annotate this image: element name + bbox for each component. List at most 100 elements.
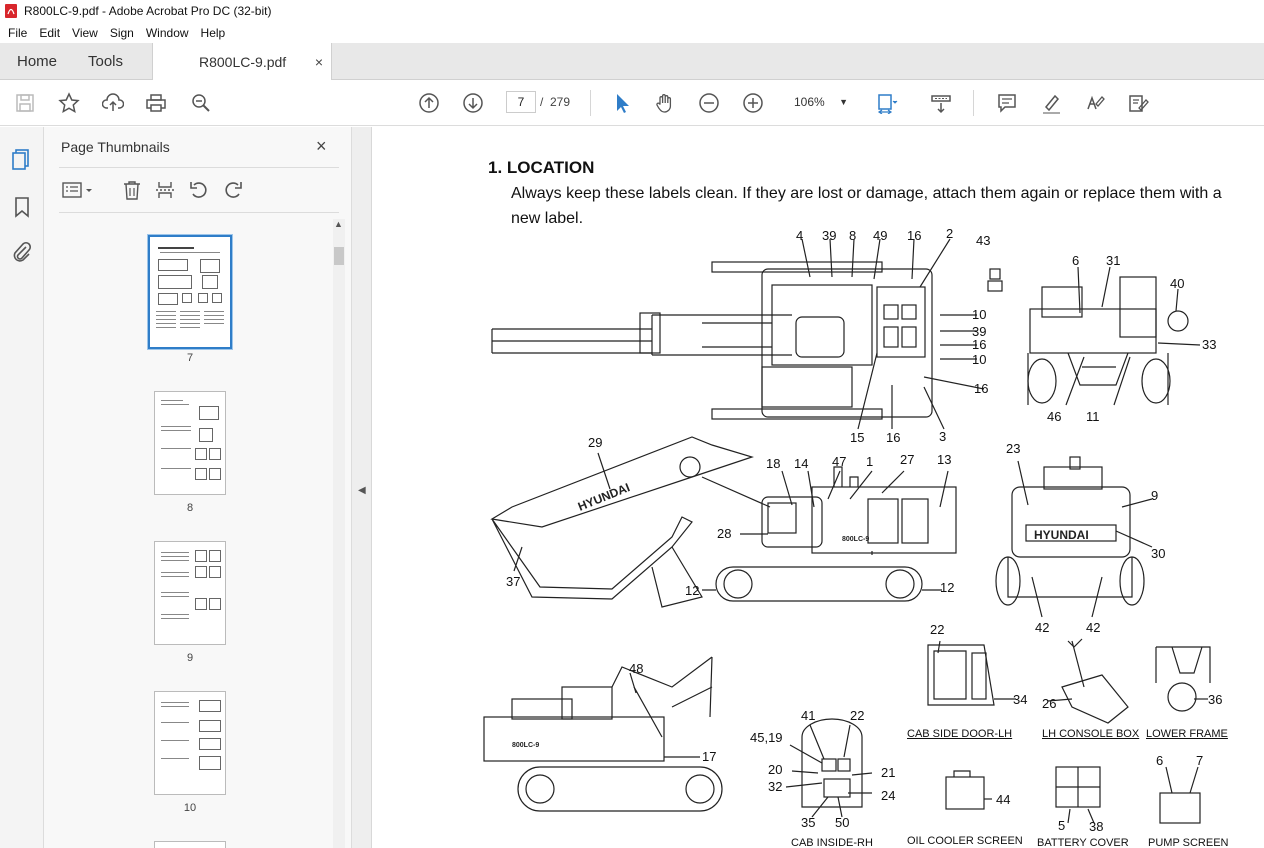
menu-window[interactable]: Window (145, 25, 189, 40)
menu-sign[interactable]: Sign (109, 25, 134, 40)
thumbnail-page-10[interactable] (154, 691, 226, 795)
callout-number: 34 (1013, 692, 1027, 707)
callout-number: 16 (907, 228, 921, 243)
callout-number: 41 (801, 708, 815, 723)
callout-number: 14 (794, 456, 808, 471)
caption-cab-inside: CAB INSIDE-RH (791, 837, 873, 848)
callout-number: 6 (1072, 253, 1079, 268)
page-total: 279 (550, 95, 571, 109)
zoom-level-select[interactable]: 106% ▼ (786, 91, 852, 113)
rear-brand-text: HYUNDAI (1034, 528, 1089, 542)
rotate-right-icon[interactable] (222, 179, 244, 201)
callout-number: 39 (972, 324, 986, 339)
thumbnail-label: 7 (186, 352, 194, 364)
edit-pdf-icon[interactable] (1125, 90, 1151, 116)
previous-page-icon[interactable] (416, 90, 442, 116)
callout-number: 18 (766, 456, 780, 471)
caption-battery-cover: BATTERY COVER (1037, 837, 1129, 848)
extract-page-icon[interactable] (154, 179, 176, 201)
menu-view[interactable]: View (72, 25, 98, 40)
thumbnail-page-8[interactable] (154, 391, 226, 495)
fit-page-icon[interactable] (874, 90, 900, 116)
callout-number: 22 (850, 708, 864, 723)
comment-icon[interactable] (994, 90, 1020, 116)
caption-lower-frame: LOWER FRAME (1146, 728, 1228, 740)
chevron-down-icon: ▼ (839, 97, 848, 107)
tab-tools[interactable]: Tools (88, 53, 124, 70)
collapse-panel-icon[interactable]: ◀ (358, 485, 366, 496)
thumbnail-page-9[interactable] (154, 541, 226, 645)
callout-number: 47 (832, 454, 846, 469)
callout-number: 33 (1202, 337, 1216, 352)
callout-number: 4 (796, 228, 803, 243)
thumbnail-page-7[interactable] (147, 234, 233, 350)
highlight-pen-icon[interactable] (1038, 90, 1064, 116)
panel-splitter[interactable]: ◀ (352, 127, 372, 848)
tab-home[interactable]: Home (17, 53, 58, 70)
star-icon[interactable] (56, 90, 82, 116)
title-bar: R800LC-9.pdf - Adobe Acrobat Pro DC (32-… (0, 0, 1264, 22)
upload-icon[interactable] (100, 90, 126, 116)
section-heading: 1. LOCATION (488, 158, 595, 177)
callout-number: 22 (930, 622, 944, 637)
attachment-icon[interactable] (10, 240, 34, 264)
menu-file[interactable]: File (8, 25, 28, 40)
section-body: Always keep these labels clean. If they … (511, 185, 1222, 227)
caption-pump-screen: PUMP SCREEN (1148, 837, 1229, 848)
callout-number: 50 (835, 815, 849, 830)
toolbar-divider (590, 90, 591, 116)
menu-edit[interactable]: Edit (39, 25, 61, 40)
bookmark-icon[interactable] (10, 195, 34, 219)
callout-number: 24 (881, 788, 895, 803)
thumbnail-page-partial[interactable] (154, 841, 226, 848)
page-number-input[interactable]: 7 (506, 91, 536, 113)
callout-number: 15 (850, 430, 864, 445)
panel-close-icon[interactable]: × (316, 136, 327, 156)
window-title: R800LC-9.pdf - Adobe Acrobat Pro DC (32-… (24, 4, 272, 18)
callout-number: 39 (822, 228, 836, 243)
save-icon[interactable] (12, 90, 38, 116)
thumbnail-options-icon[interactable] (61, 179, 95, 201)
callout-number: 16 (972, 337, 986, 352)
tab-bar: Home Tools R800LC-9.pdf × (0, 43, 1264, 81)
callout-number: 8 (849, 228, 856, 243)
zoom-level-value: 106% (794, 95, 825, 109)
callout-number: 2 (946, 226, 953, 241)
callout-number: 44 (996, 792, 1010, 807)
callout-number: 20 (768, 762, 782, 777)
callout-number: 17 (702, 749, 716, 764)
scroll-mode-icon[interactable] (928, 90, 954, 116)
callout-number: 16 (886, 430, 900, 445)
document-view[interactable]: 1. LOCATION Always keep these labels cle… (372, 127, 1264, 848)
delete-page-icon[interactable] (121, 179, 143, 201)
scrollbar-thumb[interactable] (334, 247, 344, 265)
toolbar-divider (973, 90, 974, 116)
thumbnail-label: 9 (186, 652, 194, 664)
hand-tool-icon[interactable] (652, 90, 678, 116)
zoom-search-icon[interactable] (188, 90, 214, 116)
callout-number: 31 (1106, 253, 1120, 268)
next-page-icon[interactable] (460, 90, 486, 116)
callout-number: 10 (972, 352, 986, 367)
page-thumbnails-icon[interactable] (10, 147, 34, 171)
print-icon[interactable] (143, 90, 169, 116)
menu-help[interactable]: Help (200, 25, 226, 40)
thumbnails-scrollbar[interactable]: ▲ (333, 219, 345, 848)
callout-number: 43 (976, 233, 990, 248)
callout-number: 23 (1006, 441, 1020, 456)
panel-title: Page Thumbnails (61, 139, 170, 155)
scroll-up-icon[interactable]: ▲ (334, 219, 343, 229)
select-arrow-icon[interactable] (609, 90, 635, 116)
pdf-app-icon (5, 4, 17, 18)
callout-number: 1 (866, 454, 873, 469)
callout-number: 12 (685, 583, 699, 598)
tab-close-icon[interactable]: × (314, 54, 323, 70)
rotate-left-icon[interactable] (188, 179, 210, 201)
tab-document[interactable]: R800LC-9.pdf × (152, 43, 332, 81)
sign-pen-icon[interactable] (1081, 90, 1107, 116)
zoom-out-icon[interactable] (696, 90, 722, 116)
zoom-in-icon[interactable] (740, 90, 766, 116)
callout-number: 16 (974, 381, 988, 396)
callout-number: 12 (940, 580, 954, 595)
callout-number: 6 (1156, 753, 1163, 768)
